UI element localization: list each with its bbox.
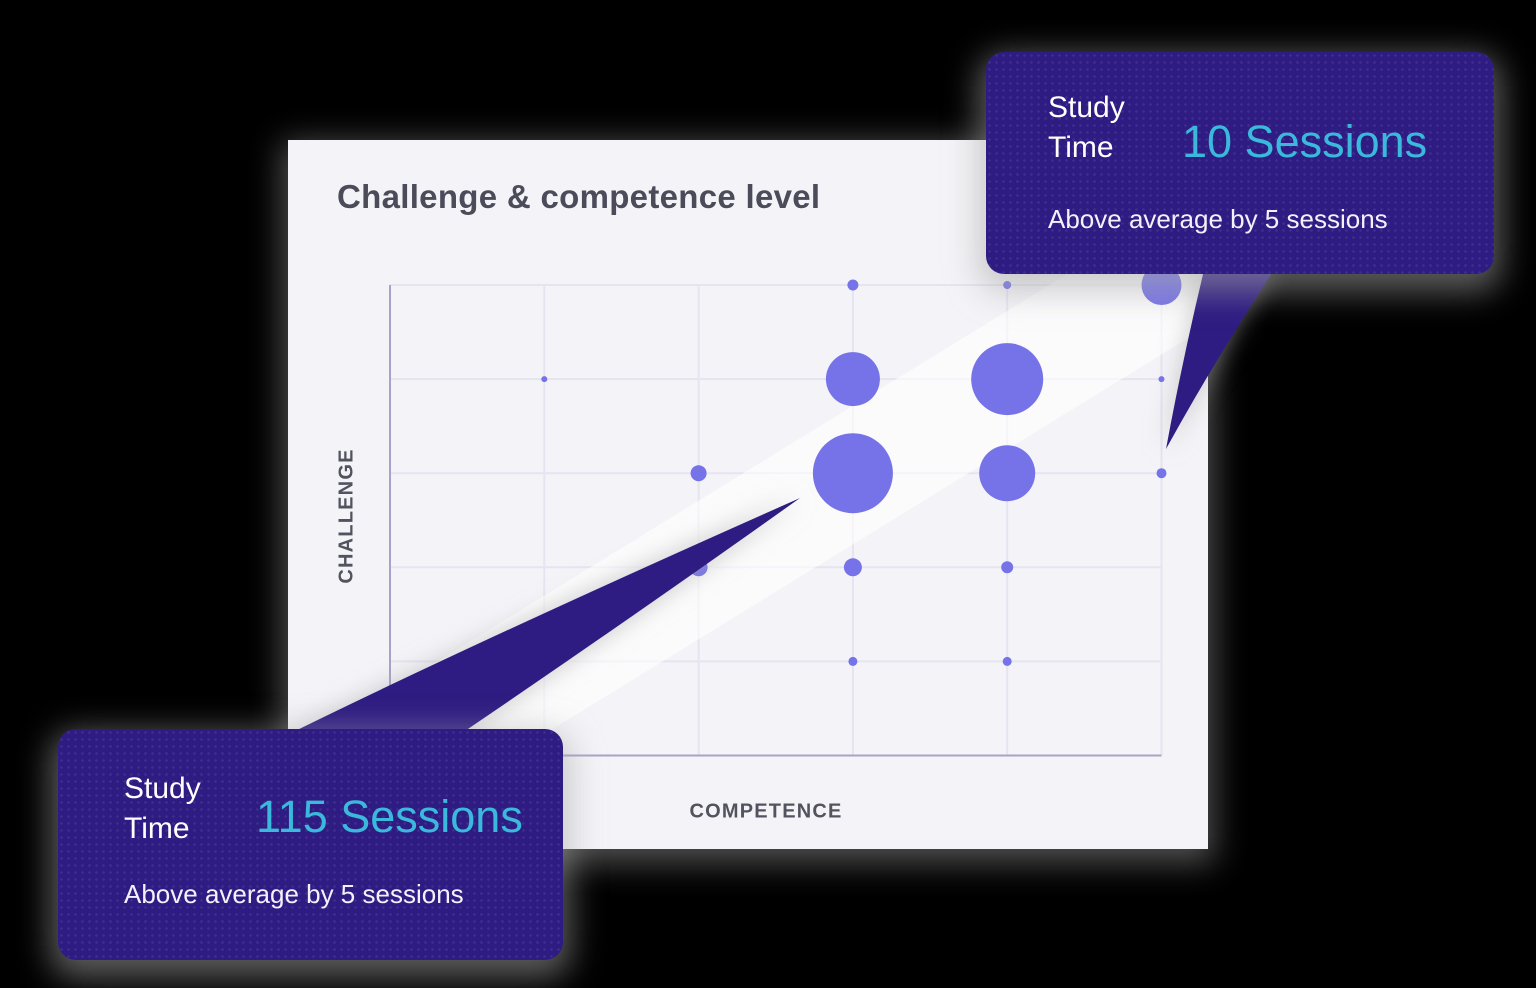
tooltip-label: Study Time [124, 772, 201, 845]
bubble[interactable] [979, 445, 1036, 502]
tooltip-label: Study Time [1048, 91, 1125, 164]
bubble[interactable] [689, 558, 708, 577]
bubble[interactable] [848, 656, 858, 666]
tooltip-study-time-115: Study Time 115 Sessions Above average by… [58, 729, 563, 960]
x-axis-label: COMPETENCE [689, 800, 843, 823]
bubble[interactable] [1002, 656, 1012, 666]
bubble[interactable] [825, 352, 880, 407]
bubble[interactable] [812, 433, 893, 514]
bubble[interactable] [843, 558, 862, 577]
bubble[interactable] [1001, 561, 1014, 574]
bubble[interactable] [1003, 281, 1012, 289]
tooltip-note: Above average by 5 sessions [1048, 204, 1388, 234]
chart-title: Challenge & competence level [337, 178, 821, 215]
tooltip-value: 115 Sessions [256, 791, 523, 842]
bubble[interactable] [971, 343, 1044, 416]
bubble[interactable] [690, 465, 707, 482]
tooltip-note: Above average by 5 sessions [124, 879, 464, 909]
bubble[interactable] [1158, 376, 1165, 383]
y-axis-label: CHALLENGE [335, 448, 358, 584]
bubble[interactable] [1156, 468, 1167, 479]
bubble[interactable] [537, 654, 552, 669]
tooltip-value: 10 Sessions [1182, 116, 1428, 167]
bubble[interactable] [847, 279, 859, 291]
tooltip-study-time-10: Study Time 10 Sessions Above average by … [986, 52, 1494, 274]
bubble[interactable] [541, 376, 548, 383]
